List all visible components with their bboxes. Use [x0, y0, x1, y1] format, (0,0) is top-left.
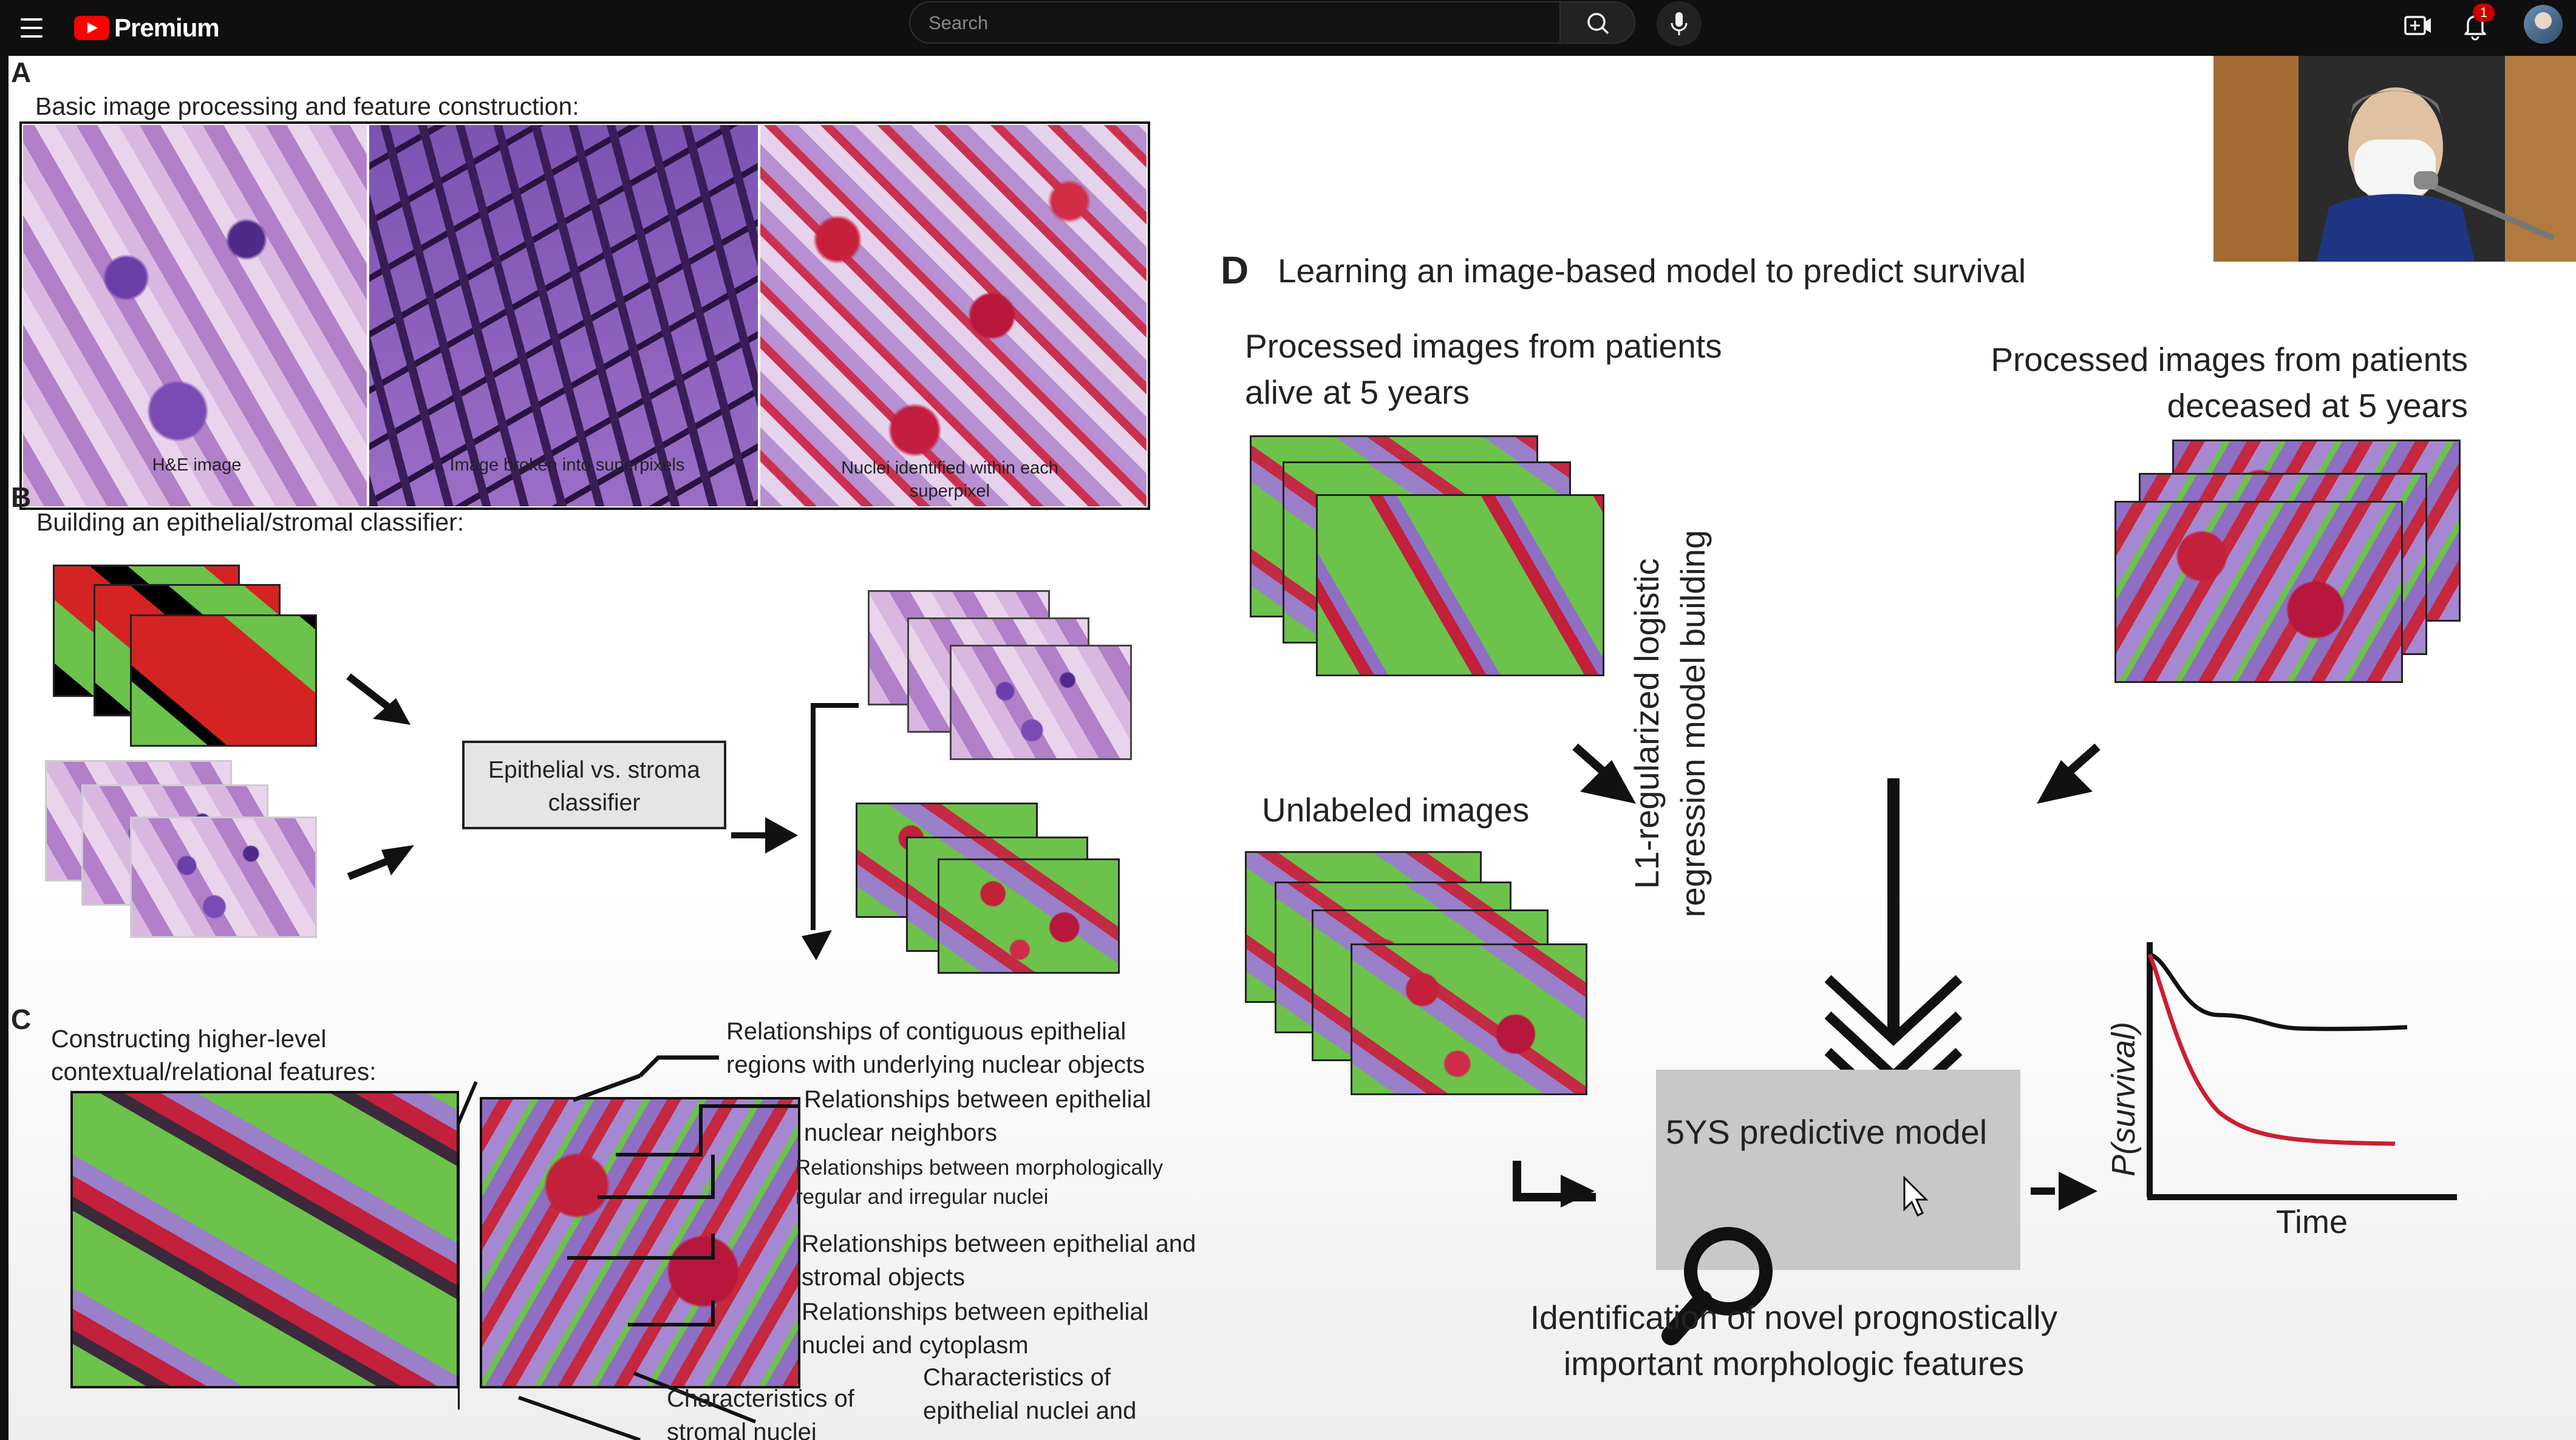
unlabeled-tile-4 [1351, 943, 1587, 1095]
cursor-icon [1903, 1175, 1929, 1217]
he-stack-3 [130, 817, 317, 938]
panel-c-leader-lines [458, 1055, 798, 1440]
panel-c-letter: C [11, 1004, 32, 1035]
chart-ylabel: P(survival) [2105, 1021, 2142, 1177]
caption-he: H&E image [152, 455, 242, 475]
presenter-video [2213, 56, 2576, 262]
panel-a-title: Basic image processing and feature const… [35, 92, 579, 120]
feature-morphologic: Relationships between morphologically re… [796, 1156, 1164, 1209]
magnifier-icon [1561, 1175, 1773, 1345]
superpixel-image [369, 125, 758, 506]
feature-epithelial-nuclei: Characteristics of epithelial nuclei and [923, 1364, 1137, 1424]
feature-nuclei-cytoplasm: Relationships between epithelial nuclei … [802, 1299, 1149, 1359]
mic-icon [1671, 12, 1688, 35]
caption-superpixels: Image broken into superpixels [449, 455, 685, 475]
search-button[interactable] [1559, 1, 1635, 44]
feature-epithelial-stromal: Relationships between epithelial and str… [802, 1231, 1196, 1291]
arrows-b-left [346, 673, 414, 880]
panel-a-letter: A [11, 56, 32, 88]
panel-a-frame [19, 121, 1150, 510]
search-icon [1587, 13, 1609, 35]
panel-c-title: Constructing higher-level contextual/rel… [51, 1025, 377, 1085]
deceased-label: Processed images from patients deceased … [1991, 341, 2468, 424]
alive-label: Processed images from patients alive at … [1245, 327, 1722, 411]
predictive-model-label: 5YS predictive model [1666, 1113, 1988, 1151]
youtube-logo-icon [74, 16, 109, 40]
alive-tile-3 [1316, 494, 1604, 676]
panel-b-title: Building an epithelial/stromal classifie… [36, 508, 465, 536]
unlabeled-label: Unlabeled images [1262, 791, 1530, 829]
voice-search-button[interactable] [1657, 1, 1702, 46]
menu-icon[interactable] [18, 11, 45, 45]
panel-b-letter: B [11, 481, 32, 513]
avatar[interactable] [2524, 5, 2563, 44]
nuclei-image [760, 125, 1147, 506]
search-input[interactable] [927, 2, 1537, 44]
curve-alive [2148, 952, 2408, 1031]
video-frame[interactable]: A Basic image processing and feature con… [9, 56, 2576, 1440]
model-output-arrow [2031, 1172, 2097, 1211]
relational-image [480, 1097, 800, 1388]
curve-deceased [2147, 953, 2396, 1146]
deceased-tile-3 [2114, 501, 2403, 683]
search-box[interactable] [909, 1, 1559, 44]
panel-d-letter: D [1221, 248, 1249, 292]
arrows-b-right [731, 703, 859, 960]
he-image [23, 125, 367, 506]
classifier-box: Epithelial vs. stroma classifier [462, 741, 726, 829]
feature-stromal-nuclei: Characteristics of stromal nuclei [667, 1385, 854, 1440]
identification-label: Identification of novel prognostically i… [1530, 1299, 2058, 1382]
caption-nuclei: Nuclei identified within each superpixel [841, 458, 1058, 501]
chart-xlabel: Time [2276, 1204, 2348, 1240]
top-bar: Premium 1 [0, 0, 2576, 56]
he-tile-3 [950, 645, 1132, 760]
youtube-logo[interactable]: Premium [74, 11, 220, 45]
brand-label: Premium [114, 13, 220, 42]
mask-stack-3 [130, 614, 317, 747]
contextual-image [70, 1091, 459, 1388]
notification-badge: 1 [2473, 4, 2495, 22]
create-video-icon[interactable] [2401, 8, 2435, 42]
seg-tile-3 [938, 858, 1120, 974]
feature-nuclear-neighbors: Relationships between epithelial nuclear… [804, 1086, 1151, 1146]
feature-contiguous: Relationships of contiguous epithelial r… [726, 1018, 1145, 1078]
panel-d-title: Learning an image-based model to predict… [1278, 252, 2026, 290]
survival-chart [2147, 942, 2457, 1200]
